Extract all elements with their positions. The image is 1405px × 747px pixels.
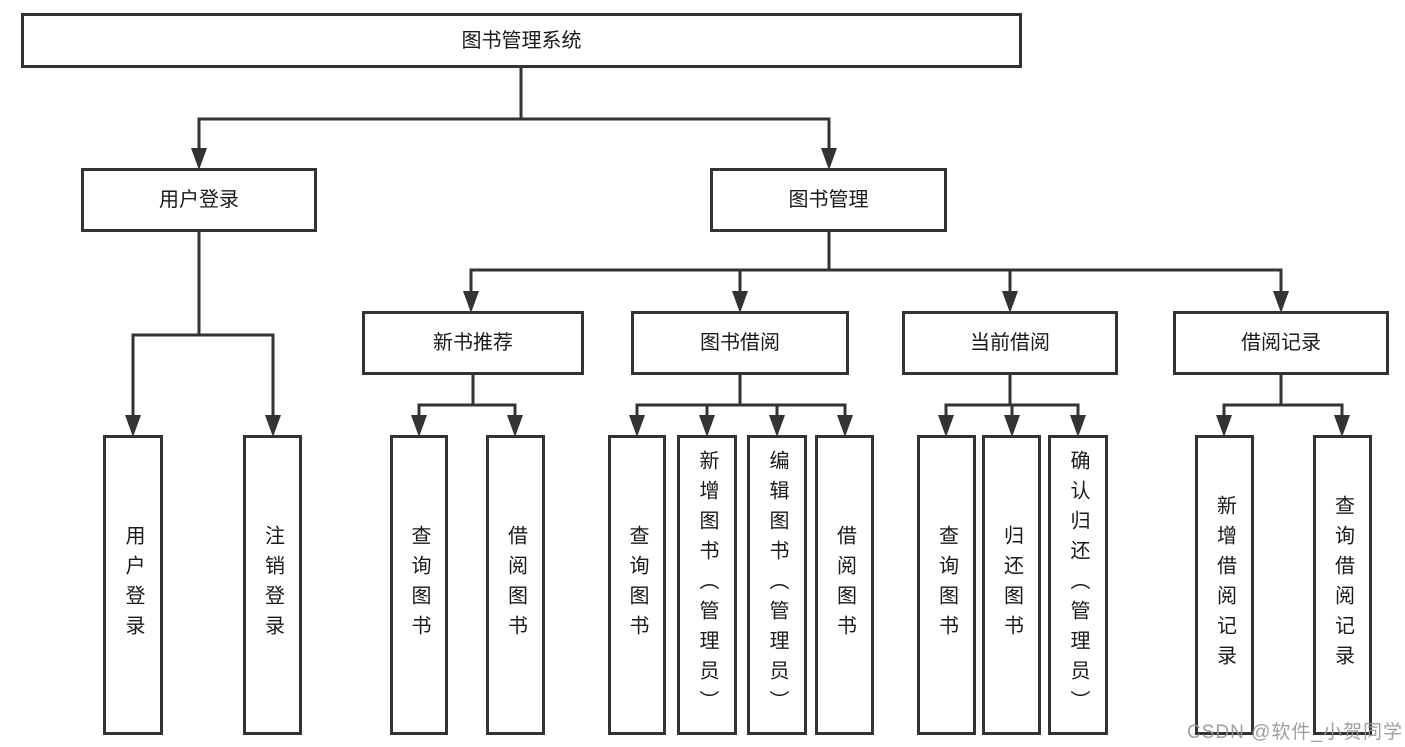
node-book-management: 图书管理 — [710, 168, 947, 232]
node-borrowing-records: 借阅记录 — [1173, 311, 1389, 375]
node-current-borrowing: 当前借阅 — [902, 311, 1118, 375]
leaf-current-return-books: 归还图书 — [982, 435, 1041, 735]
leaf-borrow-query-books: 查询图书 — [608, 435, 666, 735]
leaf-newbook-query-books: 查询图书 — [390, 435, 448, 735]
leaf-logout: 注销登录 — [243, 435, 302, 735]
leaf-record-add-borrow-record: 新增借阅记录 — [1195, 435, 1254, 735]
leaf-borrow-add-books-admin: 新增图书（管理员） — [677, 435, 737, 735]
leaf-borrow-borrow-books: 借阅图书 — [815, 435, 874, 735]
leaf-current-query-books: 查询图书 — [917, 435, 976, 735]
leaf-record-query-borrow-record: 查询借阅记录 — [1313, 435, 1372, 735]
node-new-book-recommendation: 新书推荐 — [362, 311, 584, 375]
leaf-current-confirm-return-admin: 确认归还（管理员） — [1048, 435, 1108, 735]
node-library-management-system: 图书管理系统 — [21, 13, 1022, 68]
node-user-login: 用户登录 — [81, 168, 317, 232]
leaf-newbook-borrow-books: 借阅图书 — [486, 435, 545, 735]
node-book-borrowing: 图书借阅 — [631, 311, 849, 375]
leaf-user-login: 用户登录 — [103, 435, 163, 735]
watermark-text: CSDN @软件_小贺同学 — [1187, 722, 1403, 743]
leaf-borrow-edit-books-admin: 编辑图书（管理员） — [747, 435, 807, 735]
